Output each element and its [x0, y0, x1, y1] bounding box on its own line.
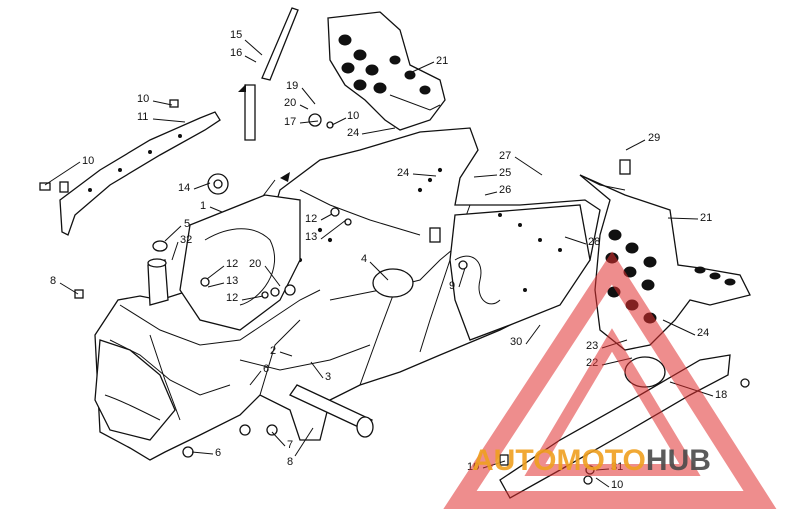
- watermark-text-hub: HUB: [646, 444, 711, 477]
- leader-line-c9: [458, 267, 466, 288]
- leader-line-c24c: [662, 319, 696, 336]
- callout-label-c21b: 21: [700, 212, 712, 224]
- callout-label-c10c: 10: [82, 155, 94, 167]
- leader-line-c20b: [264, 265, 281, 287]
- callout-label-c13b: 13: [226, 275, 238, 287]
- callout-label-c9: 9: [449, 280, 455, 292]
- callout-label-c32: 32: [180, 234, 192, 246]
- callout-label-c28: 28: [588, 236, 600, 248]
- lower-footrest-shield: [579, 174, 751, 351]
- leader-line-c10a: [152, 100, 173, 106]
- leader-line-c17: [299, 120, 319, 124]
- leader-line-c12a: [320, 213, 333, 221]
- callout-label-c12a: 12: [305, 213, 317, 225]
- leader-line-c19: [301, 87, 316, 105]
- leader-line-c10c: [44, 161, 81, 186]
- watermark-text-auto: AUTO: [472, 444, 556, 477]
- leader-line-c27: [514, 156, 543, 176]
- leader-line-c28: [564, 236, 587, 245]
- leader-line-c25: [473, 174, 498, 178]
- callout-label-c11: 11: [137, 111, 148, 123]
- callout-label-c8b: 8: [287, 456, 293, 468]
- leader-line-c13b: [207, 282, 225, 288]
- leader-line-c21a: [411, 61, 435, 73]
- leader-line-c32: [171, 241, 179, 261]
- front-crossbar: [59, 111, 221, 236]
- leader-line-c15: [244, 39, 263, 56]
- callout-label-c6b: 6: [215, 447, 221, 459]
- callout-label-c19: 19: [286, 80, 298, 92]
- side-panel-left: [179, 194, 301, 331]
- callout-label-c13a: 13: [305, 231, 317, 243]
- callout-label-c2: 2: [270, 345, 276, 357]
- leader-line-c12c: [241, 295, 264, 301]
- callout-label-c27: 27: [499, 150, 511, 162]
- callout-label-c15: 15: [230, 29, 242, 41]
- callout-label-c18: 18: [715, 389, 727, 401]
- hardware-parts: [39, 99, 750, 485]
- leader-line-c8b: [294, 427, 314, 457]
- leader-line-c10e: [595, 477, 610, 488]
- callout-label-c12c: 12: [226, 292, 238, 304]
- svg-text:AUTOMOTOHUB: AUTOMOTOHUB: [472, 444, 711, 477]
- leader-line-c6b: [191, 451, 214, 455]
- callout-label-c20b: 20: [249, 258, 261, 270]
- callout-label-c30: 30: [510, 336, 522, 348]
- leader-line-c12b: [206, 265, 225, 280]
- callout-label-c21a: 21: [436, 55, 448, 67]
- leader-line-c24a: [361, 127, 396, 135]
- callout-label-c7: 7: [287, 439, 293, 451]
- callout-label-c29: 29: [648, 132, 660, 144]
- leader-line-c8a: [59, 282, 79, 295]
- leader-line-c7: [271, 431, 286, 447]
- leader-line-c26: [484, 191, 498, 196]
- callout-label-c1: 1: [200, 200, 206, 212]
- callout-label-c3: 3: [325, 371, 331, 383]
- leader-line-c30: [525, 324, 541, 345]
- callout-label-c10a: 10: [137, 93, 149, 105]
- callout-label-c23: 23: [586, 340, 598, 352]
- steering-post: [238, 7, 299, 182]
- callout-label-c5: 5: [184, 218, 190, 230]
- callout-label-c24b: 24: [397, 167, 409, 179]
- leader-line-c29: [625, 139, 646, 151]
- callout-label-c17: 17: [284, 116, 296, 128]
- callout-label-c4: 4: [361, 253, 367, 265]
- leader-line-c13a: [320, 219, 347, 240]
- callout-label-c14: 14: [178, 182, 190, 194]
- leader-line-c5: [164, 225, 182, 242]
- callout-label-c16: 16: [230, 47, 242, 59]
- callout-label-c10e: 10: [611, 479, 623, 491]
- leader-line-c20a: [299, 104, 309, 110]
- callout-label-c8a: 8: [50, 275, 56, 287]
- callout-label-c24c: 24: [697, 327, 709, 339]
- callout-label-c24a: 24: [347, 127, 359, 139]
- leader-line-c3: [310, 361, 324, 379]
- callout-label-c12b: 12: [226, 258, 238, 270]
- side-panel-right: [449, 204, 591, 341]
- callout-label-c25: 25: [499, 167, 511, 179]
- leader-line-c14: [193, 182, 211, 190]
- callout-label-c26: 26: [499, 184, 511, 196]
- callout-label-c10b: 10: [347, 110, 359, 122]
- watermark-text-moto: MOTO: [556, 444, 645, 477]
- leader-line-c2: [279, 351, 293, 357]
- watermark-logo: AUTOMOTOHUB: [443, 251, 777, 509]
- leader-line-c24b: [412, 173, 437, 177]
- upper-footrest-shield: [327, 11, 446, 131]
- callout-label-c6a: 6: [263, 363, 269, 375]
- leader-line-c4: [369, 261, 389, 281]
- leader-line-c21b: [667, 217, 699, 220]
- lower-front-cowl: [94, 339, 176, 441]
- leader-line-c11: [152, 118, 186, 123]
- leader-line-c16: [244, 55, 257, 63]
- leader-line-c6a: [249, 370, 262, 386]
- leader-line-c10b: [331, 117, 347, 126]
- callout-label-c20a: 20: [284, 97, 296, 109]
- leader-line-c1: [209, 206, 223, 213]
